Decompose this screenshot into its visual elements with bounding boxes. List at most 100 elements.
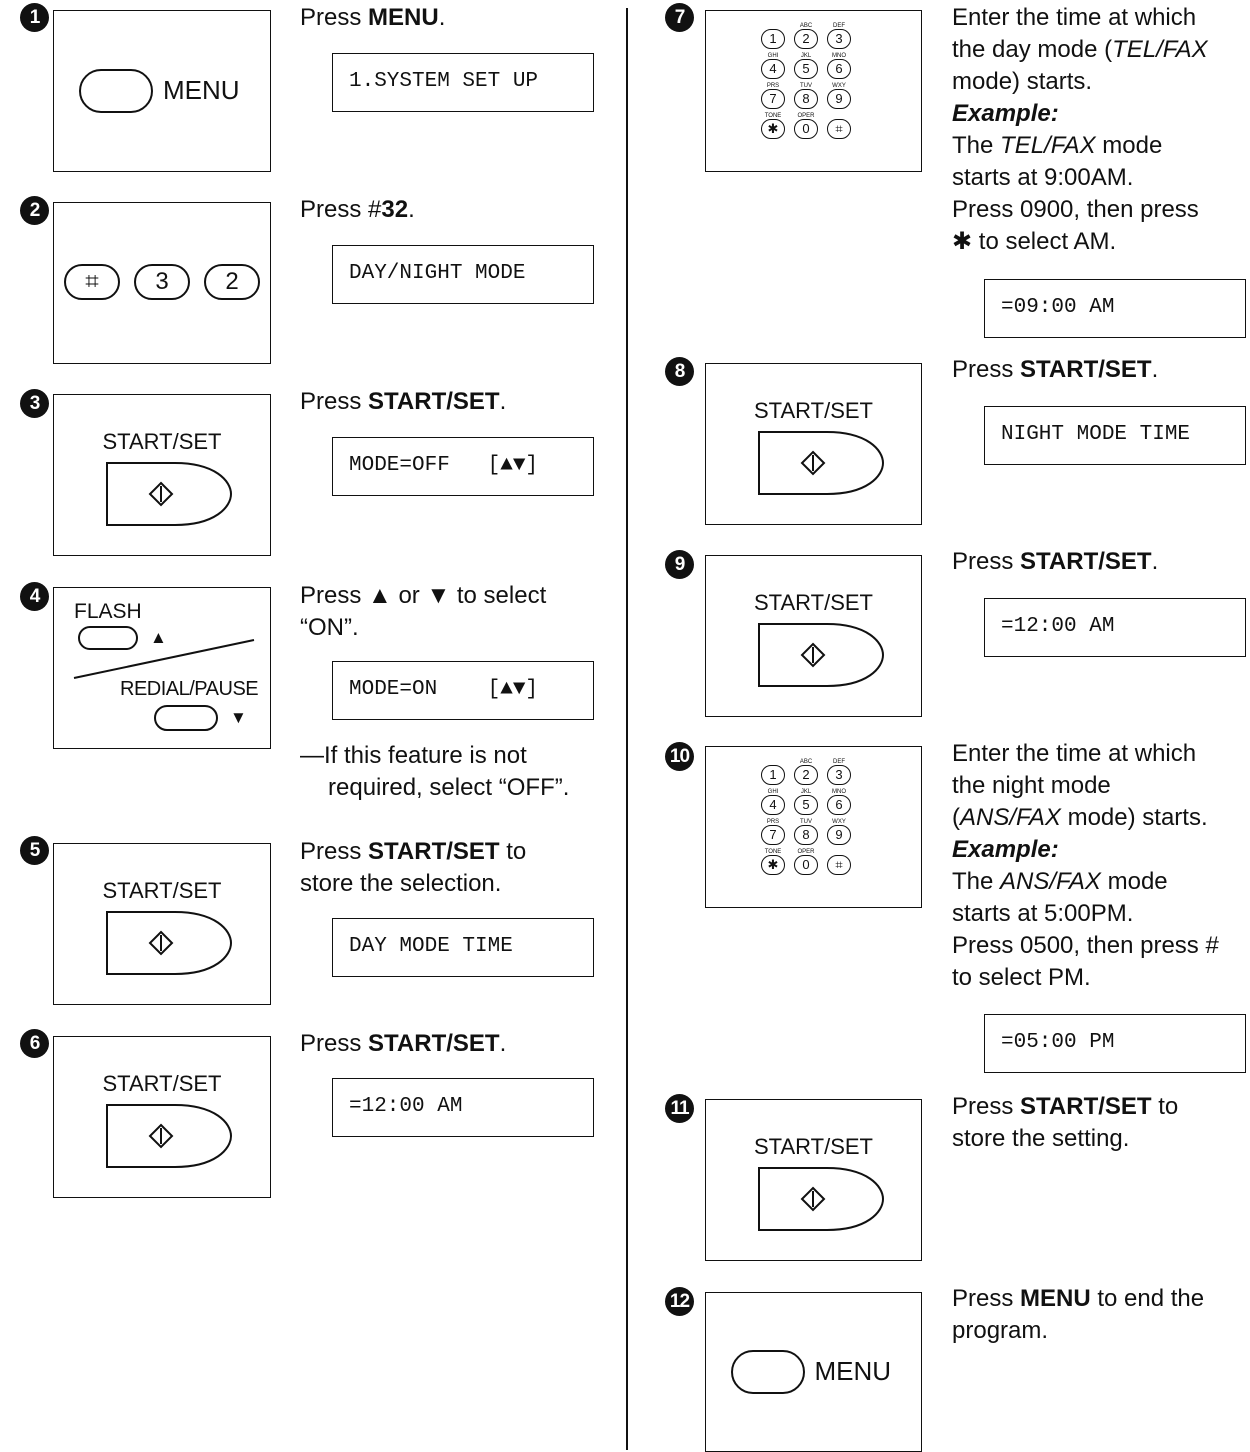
redial-pause-button[interactable] <box>154 705 218 731</box>
flash-button[interactable] <box>78 626 138 650</box>
key-letters: TONE <box>764 113 782 119</box>
keypad-key[interactable]: ✱ <box>761 119 785 139</box>
instruction-line: store the selection. <box>300 870 502 897</box>
keypad-key[interactable]: 5 <box>794 795 818 815</box>
start-set-label: START/SET <box>102 429 222 454</box>
key-letters: MNO <box>832 53 846 59</box>
instruction-line: program. <box>952 1317 1049 1344</box>
instruction-line: Press #32. <box>300 196 415 223</box>
keypad-key[interactable]: 8 <box>794 89 818 109</box>
keypad-key[interactable]: 1 <box>761 29 785 49</box>
keypad-key[interactable]: 7 <box>761 825 785 845</box>
keypad-key[interactable]: 1 <box>761 765 785 785</box>
menu-label: MENU <box>814 1356 892 1386</box>
step-number: 11 <box>665 1094 694 1123</box>
instruction-line: Example: <box>952 100 1059 127</box>
instruction-line: Example: <box>952 836 1059 863</box>
key-letters: OPER <box>797 113 815 119</box>
keypad-key[interactable]: 0 <box>794 855 818 875</box>
key-letters: TONE <box>764 849 782 855</box>
keypad-key[interactable]: 4 <box>761 795 785 815</box>
lcd-display: =12:00 AM <box>984 598 1246 657</box>
key-letters: PRS <box>766 819 780 825</box>
start-set-label: START/SET <box>754 398 873 423</box>
instruction-line: Press MENU. <box>300 4 446 31</box>
key-letters: PRS <box>766 83 780 89</box>
lcd-display: =12:00 AM <box>332 1078 594 1137</box>
start-set-button[interactable] <box>757 1166 887 1232</box>
instruction-line: The TEL/FAX mode <box>952 132 1163 159</box>
instruction-line: The ANS/FAX mode <box>952 868 1168 895</box>
keypad-key[interactable]: 4 <box>761 59 785 79</box>
start-set-button[interactable] <box>757 622 887 688</box>
start-set-button[interactable] <box>105 461 235 527</box>
key-letters: GHI <box>767 53 779 59</box>
start-set-label: START/SET <box>754 1134 873 1159</box>
step-panel: MENU <box>705 1292 922 1452</box>
step-number: 10 <box>665 742 694 771</box>
menu-button[interactable] <box>730 1350 805 1394</box>
keypad-key[interactable]: 0 <box>794 119 818 139</box>
instruction-line: Press 0900, then press <box>952 196 1199 223</box>
instruction-line: starts at 9:00AM. <box>952 164 1134 191</box>
key-button[interactable]: ⌗ <box>64 264 120 300</box>
keypad-key[interactable]: ⌗ <box>827 855 851 875</box>
key-letters: ABC <box>799 23 813 29</box>
key-button[interactable]: 3 <box>134 264 190 300</box>
instruction-line: Press START/SET. <box>300 388 507 415</box>
menu-button[interactable] <box>79 69 153 113</box>
start-set-button-outline <box>757 1167 884 1231</box>
keypad-key[interactable]: 3 <box>827 765 851 785</box>
keypad-key[interactable]: 5 <box>794 59 818 79</box>
lcd-display: MODE=ON [▲▼] <box>332 661 594 720</box>
start-set-button-outline <box>106 1104 233 1168</box>
keypad-key[interactable]: 6 <box>827 795 851 815</box>
instruction-line: mode) starts. <box>952 68 1093 95</box>
keypad-key[interactable]: ⌗ <box>827 119 851 139</box>
menu-label: MENU <box>163 75 240 105</box>
column-divider <box>626 8 628 1450</box>
step-panel: START/SET <box>705 1099 922 1261</box>
start-set-button[interactable] <box>105 1103 235 1169</box>
keypad-key[interactable]: 2 <box>794 29 818 49</box>
flash-label: FLASH <box>74 600 142 623</box>
keypad-key[interactable]: 2 <box>794 765 818 785</box>
start-set-button-outline <box>757 431 884 495</box>
keypad-key[interactable]: 9 <box>827 89 851 109</box>
start-diamond-icon <box>148 1123 174 1149</box>
lcd-display: =05:00 PM <box>984 1014 1246 1073</box>
note-line: —If this feature is not <box>300 742 527 769</box>
keypad-key[interactable]: 9 <box>827 825 851 845</box>
start-set-label: START/SET <box>102 878 222 903</box>
down-arrow-icon: ▼ <box>230 708 247 727</box>
start-diamond-icon <box>800 1186 825 1212</box>
start-set-button[interactable] <box>757 430 887 496</box>
start-set-button[interactable] <box>105 910 235 976</box>
keypad-key[interactable]: 7 <box>761 89 785 109</box>
keypad-key[interactable]: ✱ <box>761 855 785 875</box>
step-panel: START/SET <box>705 363 922 525</box>
key-letters: TUV <box>800 83 812 89</box>
up-arrow-icon: ▲ <box>150 628 167 647</box>
start-diamond-icon <box>800 450 825 476</box>
instruction-line: (ANS/FAX mode) starts. <box>952 804 1208 831</box>
key-letters: DEF <box>833 23 845 29</box>
instruction-line: Press 0500, then press # <box>952 932 1219 959</box>
lcd-display: MODE=OFF [▲▼] <box>332 437 594 496</box>
keypad-key[interactable]: 3 <box>827 29 851 49</box>
key-letters: ABC <box>799 759 813 765</box>
instruction-line: Press START/SET. <box>952 548 1159 575</box>
keypad-key[interactable]: 6 <box>827 59 851 79</box>
key-letters: DEF <box>833 759 845 765</box>
key-button[interactable]: 2 <box>204 264 260 300</box>
key-letters: JKL <box>800 789 812 795</box>
step-number: 12 <box>665 1287 694 1316</box>
step-number: 7 <box>665 3 694 32</box>
instruction-line: Press START/SET to <box>952 1093 1179 1120</box>
step-number: 9 <box>665 550 694 579</box>
step-panel: START/SET <box>705 555 922 717</box>
keypad-key[interactable]: 8 <box>794 825 818 845</box>
instruction-line: Press MENU to end the <box>952 1285 1205 1312</box>
